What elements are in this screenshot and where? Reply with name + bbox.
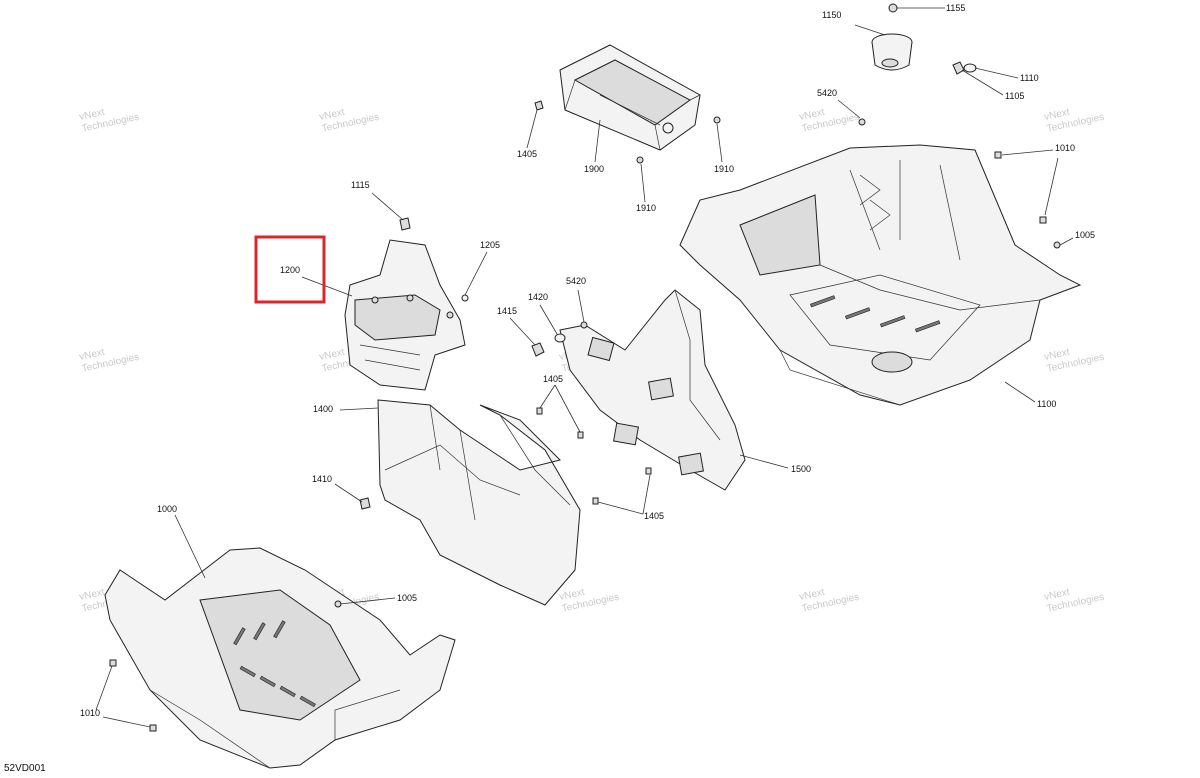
watermark-11: vNext [558,587,586,603]
callout-1900[interactable]: 1900 [584,164,604,174]
part-1900-storage-bin[interactable] [559,44,701,151]
callout-5420-b[interactable]: 5420 [566,276,586,286]
part-1155-clip[interactable] [888,3,898,13]
watermark-5: vNext [78,347,106,363]
callout-1105[interactable]: 1105 [1005,91,1024,101]
fastener-5420-b[interactable] [580,321,588,329]
callout-1005-b[interactable]: 1005 [397,593,417,603]
watermark-4: vNext [1043,107,1071,123]
watermark-3: vNext [798,107,826,123]
callout-1100[interactable]: 1100 [1037,399,1056,409]
part-1415-nut[interactable] [531,342,545,357]
watermark-9: vNext [78,587,106,603]
callout-1415[interactable]: 1415 [497,306,517,316]
callout-1400[interactable]: 1400 [313,404,333,414]
callout-labels: 1155 1150 1110 1105 5420 1010 1005 1405 … [80,3,1095,718]
part-1000-front-tub[interactable] [104,547,456,769]
highlight-box-1200 [254,235,326,304]
callout-1205[interactable]: 1205 [480,240,500,250]
part-1400-panel[interactable] [377,399,581,606]
fastener-1405-b[interactable] [536,407,543,415]
fastener-1010-d[interactable] [149,724,157,732]
fastener-1410[interactable] [359,497,371,510]
part-1110-washer[interactable] [963,63,977,73]
callout-1405-a[interactable]: 1405 [517,149,537,159]
leader-lines [95,7,1074,728]
part-1100-rear-tub[interactable] [679,144,1082,406]
fastener-1010-a[interactable] [994,151,1002,159]
part-1115-screw[interactable] [399,217,411,231]
callout-1010-a[interactable]: 1010 [1055,143,1075,153]
watermark-6: vNext [318,347,346,363]
fastener-1405-a[interactable] [534,100,544,111]
watermark-12: vNext [798,587,826,603]
callout-1500[interactable]: 1500 [791,464,811,474]
callout-1410[interactable]: 1410 [312,474,332,484]
fastener-5420-a[interactable] [858,118,866,126]
callout-1005-a[interactable]: 1005 [1075,230,1095,240]
part-1150-cap[interactable] [871,33,913,71]
callout-1910-a[interactable]: 1910 [714,164,734,174]
fastener-1910-a[interactable] [713,116,721,124]
watermark-8: vNext [1043,347,1071,363]
watermark-13: vNext [1043,587,1071,603]
fastener-1010-b[interactable] [1039,216,1047,224]
part-1205-pin[interactable] [461,294,469,302]
callout-1405-b[interactable]: 1405 [543,374,563,384]
callout-1010-b[interactable]: 1010 [80,708,100,718]
diagram-code: 52VD001 [4,763,46,774]
callout-1420[interactable]: 1420 [528,292,548,302]
callout-1155[interactable]: 1155 [946,3,965,13]
watermark-2: vNext [318,107,346,123]
callout-1115[interactable]: 1115 [351,180,370,190]
fastener-1405-e[interactable] [592,497,599,505]
fastener-1405-c[interactable] [577,431,584,439]
callout-5420-a[interactable]: 5420 [817,88,837,98]
fastener-1405-d[interactable] [645,467,652,475]
part-1500-console-panel[interactable] [559,289,746,491]
callout-1110[interactable]: 1110 [1020,73,1039,83]
watermark-1: vNext [78,107,106,123]
part-1105-nut[interactable] [952,61,965,75]
part-1420-washer[interactable] [554,333,566,343]
callout-1405-c[interactable]: 1405 [644,511,664,521]
part-1200-bracket[interactable] [344,239,466,391]
callout-1150[interactable]: 1150 [822,10,841,20]
fastener-1010-c[interactable] [109,659,117,667]
callout-1910-b[interactable]: 1910 [636,203,656,213]
callout-1200[interactable]: 1200 [280,265,300,275]
callout-1000[interactable]: 1000 [157,504,177,514]
fastener-1910-b[interactable] [636,156,644,164]
fastener-1005-a[interactable] [1053,241,1061,249]
